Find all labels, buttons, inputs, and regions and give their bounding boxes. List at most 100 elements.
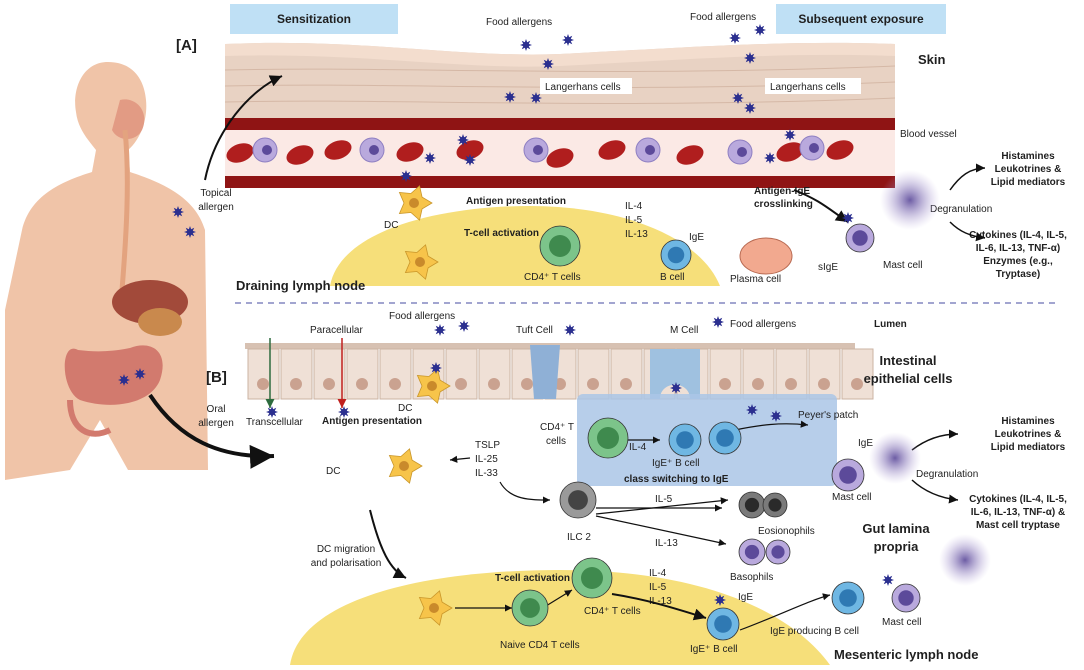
skin-ige-label: IgE <box>689 232 704 243</box>
sensitization-header <box>230 4 398 34</box>
skin-dc-label: DC <box>384 220 398 231</box>
alarmin-to-ilc2-arrow <box>499 481 551 504</box>
gut-cd4-label-1: CD4⁺ T <box>540 422 574 433</box>
gut-degranulation-arrow-up <box>911 429 959 451</box>
gut-il13-label: IL-13 <box>655 538 678 549</box>
food-allergen-icon <box>118 374 130 386</box>
subsequent-exposure-header <box>776 4 946 34</box>
naive-cd4-label: Naive CD4 T cells <box>500 640 580 651</box>
gut-antigen-presentation-label: Antigen presentation <box>322 416 422 427</box>
oral-allergen-arrow <box>148 393 275 469</box>
gut-degranulation-label: Degranulation <box>916 469 978 480</box>
red-blood-cell <box>598 140 626 160</box>
m-cell-label: M Cell <box>670 325 698 336</box>
food-allergen-icon <box>842 212 854 224</box>
mln-cytokine-il13: IL-13 <box>649 596 672 607</box>
intestinal-epithelium <box>245 343 874 400</box>
skin-cytokine-il4: IL-4 <box>625 201 643 212</box>
food-allergens-layer <box>118 24 894 606</box>
lamina-propria-label-2: propria <box>874 539 920 554</box>
skin-antigen-presentation-label: Antigen presentation <box>466 196 566 207</box>
food-allergen-icon <box>882 574 894 586</box>
red-blood-cell <box>676 145 704 165</box>
food-allergen-icon <box>504 91 516 103</box>
ige-producing-b-cell-nucleus <box>839 589 857 607</box>
epithelial-cell-nucleus <box>389 378 401 390</box>
naive-cd4-t-cell-nucleus <box>520 598 540 618</box>
food-allergen-icon <box>564 324 576 336</box>
skin-mediators-1: Histamines <box>1001 151 1055 162</box>
epithelial-cell-nucleus <box>257 378 269 390</box>
food-allergen-icon <box>754 24 766 36</box>
food-allergen-icon <box>338 406 350 418</box>
skin-cytokine-il13: IL-13 <box>625 229 648 240</box>
food-allergen-icon <box>670 382 682 394</box>
panel-b-label: [B] <box>206 369 227 386</box>
gut-ige-b-cell-2-nucleus <box>716 429 734 447</box>
eosinophils-label: Eosionophils <box>758 526 815 537</box>
human-body-illustration <box>5 62 208 480</box>
food-allergen-icon <box>530 92 542 104</box>
white-blood-cell-nucleus <box>369 145 379 155</box>
mesenteric-lymph-node-label: Mesenteric lymph node <box>834 647 978 662</box>
ilc2-to-eos-arrow-2 <box>595 497 729 515</box>
food-allergen-icon <box>542 58 554 70</box>
gut-mediators-2: Leukotrines & <box>995 429 1062 440</box>
red-blood-cell <box>826 140 854 160</box>
epithelial-cell-nucleus <box>323 378 335 390</box>
gut-il4-label: IL-4 <box>629 442 647 453</box>
sensitization-label: Sensitization <box>277 12 351 26</box>
epithelial-cell <box>313 348 346 400</box>
red-blood-cell <box>286 145 314 165</box>
skin-mediators-2: Leukotrines & <box>995 164 1062 175</box>
mln-ige-label: IgE <box>738 592 753 603</box>
food-allergen-icon <box>744 52 756 64</box>
mln-cd4-to-b-arrow <box>611 593 707 621</box>
epithelial-cell-nucleus <box>521 378 533 390</box>
ilc2-cell-nucleus <box>568 490 588 510</box>
gut-cd4-t-cell-nucleus <box>597 427 619 449</box>
mln-cd4-label: CD4⁺ T cells <box>584 606 641 617</box>
peyers-patch-region <box>577 394 837 486</box>
food-allergen-icon <box>172 206 184 218</box>
iec-label-1: Intestinal <box>879 353 936 368</box>
mln-mast-cell-nucleus <box>898 590 914 606</box>
ilc2-to-basophil-arrow <box>595 515 727 547</box>
epithelial-cell <box>280 348 313 400</box>
dc-migration-label-2: and polarisation <box>311 558 382 569</box>
white-blood-cell-nucleus <box>737 147 747 157</box>
epithelial-cell-nucleus <box>620 378 632 390</box>
skin-degranulation-arrow-up <box>949 163 986 191</box>
mln-dendritic-cell-nucleus <box>429 603 439 613</box>
epithelial-cell <box>610 348 643 400</box>
food-allergen-icon <box>746 404 758 416</box>
skin-mediators-3: Lipid mediators <box>991 177 1066 188</box>
gut-igeb-label: IgE⁺ B cell <box>652 458 700 469</box>
transcellular-label: Transcellular <box>246 417 304 428</box>
crosslinking-label-2: crosslinking <box>754 199 813 210</box>
alarmin-tslp: TSLP <box>475 440 500 451</box>
gut-mediators-1: Histamines <box>1001 416 1055 427</box>
epithelial-cell-nucleus <box>455 378 467 390</box>
food-allergen-icon <box>732 92 744 104</box>
iec-label-2: epithelial cells <box>864 371 953 386</box>
epithelial-cell-nucleus <box>356 378 368 390</box>
epithelial-cell <box>808 348 841 400</box>
skin-degranulation-label: Degranulation <box>930 204 992 215</box>
alarmin-il25: IL-25 <box>475 454 498 465</box>
red-blood-cell <box>546 148 574 168</box>
epithelial-cell <box>247 348 280 400</box>
white-blood-cell-nucleus <box>262 145 272 155</box>
epithelial-cell <box>577 348 610 400</box>
epithelial-cell-nucleus <box>290 378 302 390</box>
red-blood-cells <box>226 135 854 168</box>
red-blood-cell <box>226 143 254 163</box>
food-allergen-icon <box>764 152 776 164</box>
epithelial-cell-nucleus <box>818 378 830 390</box>
skin-degranulated-mast-cell <box>880 170 940 230</box>
mln-igeb-label: IgE⁺ B cell <box>690 644 738 655</box>
skin-cd4-t-cell-nucleus <box>549 235 571 257</box>
food-allergen-icon <box>266 406 278 418</box>
skin-cytokines-out-3: Enzymes (e.g., <box>983 256 1053 267</box>
food-allergen-icon <box>729 32 741 44</box>
